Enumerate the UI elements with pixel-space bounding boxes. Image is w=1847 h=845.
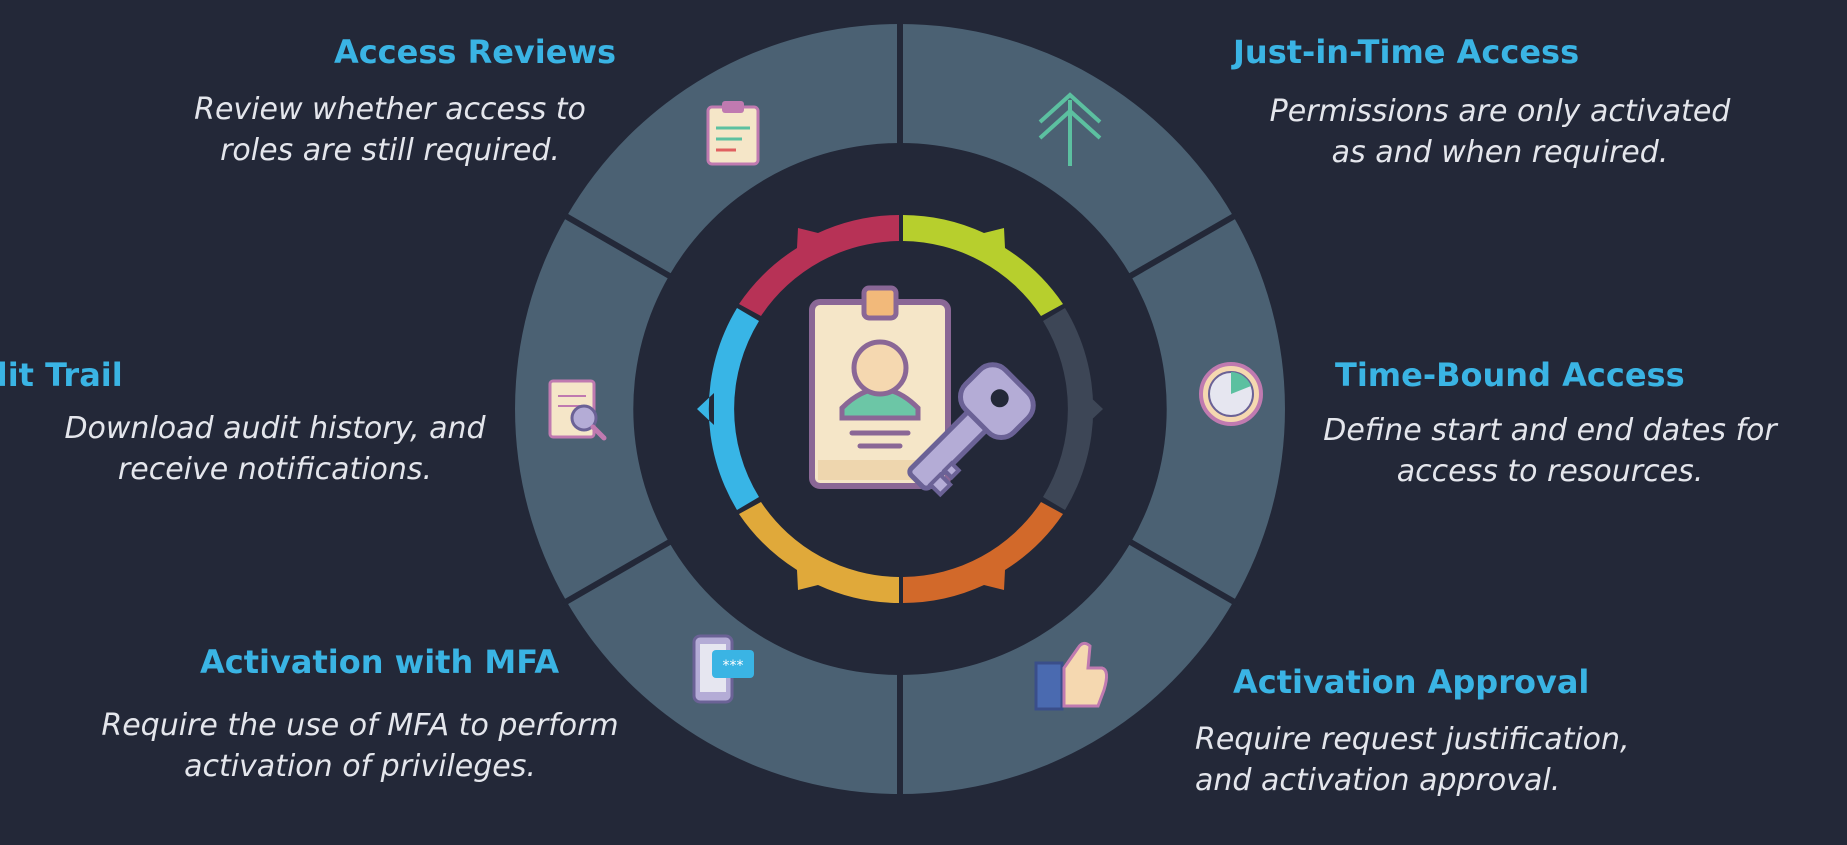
feature-time-bound: Time-Bound Access Define start and end d…	[1300, 356, 1800, 492]
document-search-icon	[548, 379, 607, 441]
feature-description: Require the use of MFA to perform activa…	[101, 708, 619, 784]
feature-title: Activation with MFA	[200, 643, 560, 681]
feature-description: Define start and end dates for access to…	[1323, 413, 1777, 489]
feature-activation-mfa: Activation with MFA Require the use of M…	[65, 643, 655, 787]
segment-just-in-time	[900, 24, 1234, 276]
feature-title: Time-Bound Access	[1335, 356, 1685, 394]
gear-arc-gray	[1043, 308, 1103, 510]
gear-arc-red	[739, 215, 899, 316]
feature-title: Access Reviews	[333, 33, 617, 71]
gear-ring	[697, 215, 1103, 603]
clipboard-checklist-icon	[706, 101, 760, 166]
phone-mfa-icon: ***	[692, 634, 754, 704]
feature-title: Just-in-Time Access	[1233, 33, 1580, 71]
stopwatch-icon	[1199, 362, 1263, 426]
up-arrow-icon	[1038, 92, 1102, 166]
thumbs-up-icon	[1034, 641, 1109, 711]
feature-audit-trail: Audit Trail Download audit history, and …	[0, 356, 535, 490]
gear-arc-green	[903, 215, 1063, 316]
gear-arc-orange	[903, 502, 1063, 603]
svg-text:***: ***	[723, 658, 744, 674]
feature-description: Require request justification, and activ…	[1195, 722, 1630, 798]
feature-activation-approval: Activation Approval Require request just…	[1195, 663, 1795, 801]
feature-description: Download audit history, and receive noti…	[64, 411, 486, 487]
feature-title: Audit Trail	[0, 356, 123, 394]
gear-arc-yellow	[739, 502, 899, 603]
id-badge-with-key-icon	[809, 285, 1036, 498]
feature-title: Activation Approval	[1233, 663, 1590, 701]
segment-separators	[561, 20, 1239, 798]
feature-access-reviews: Access Reviews Review whether access to …	[155, 33, 625, 171]
feature-description: Review whether access to roles are still…	[194, 92, 586, 168]
feature-just-in-time: Just-in-Time Access Permissions are only…	[1205, 33, 1795, 173]
gear-arc-blue	[697, 308, 759, 510]
feature-description: Permissions are only activated as and wh…	[1269, 94, 1731, 170]
